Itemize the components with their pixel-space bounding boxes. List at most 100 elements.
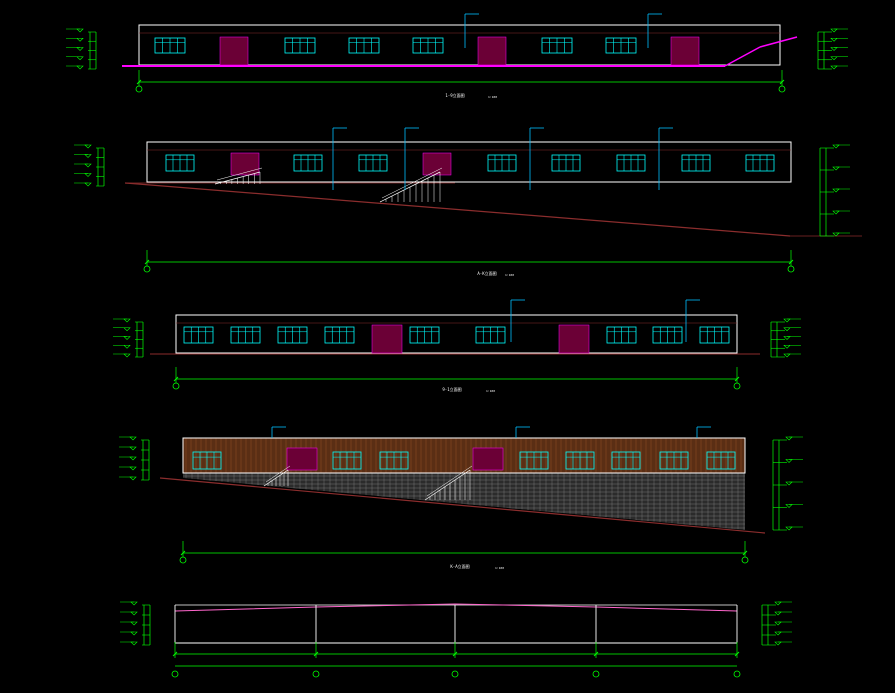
door [286, 447, 318, 471]
stair-rail [379, 171, 441, 203]
view-3-body [113, 299, 801, 390]
dimension-line [172, 642, 740, 658]
door [422, 152, 452, 176]
window [475, 326, 506, 344]
dimension-tick [779, 79, 785, 85]
window [324, 326, 355, 344]
callout-leader [464, 13, 479, 48]
roof-truss [174, 603, 738, 612]
stair-rail [424, 469, 471, 501]
hatched-fill [183, 473, 745, 530]
axis-bubble [135, 85, 143, 93]
level-marks [817, 28, 848, 70]
stair [379, 167, 443, 203]
callout-leader [271, 426, 286, 438]
dimension-tick [180, 550, 186, 556]
callout-leader [404, 127, 419, 190]
window [277, 326, 308, 344]
window [616, 154, 646, 172]
callout-leader [510, 299, 525, 342]
level-marks [74, 144, 105, 187]
window [611, 451, 641, 470]
stair-rail [426, 465, 473, 497]
slope-line [124, 182, 791, 237]
callout-leader [696, 426, 711, 438]
callout-leader [647, 13, 662, 48]
dimension-line [172, 367, 741, 390]
window [699, 326, 730, 344]
axis-bubble [172, 382, 180, 390]
window [379, 451, 409, 470]
window [541, 37, 573, 54]
window [348, 37, 380, 54]
ramp-line [759, 36, 798, 48]
window [605, 37, 637, 54]
stair [263, 465, 291, 487]
window [154, 37, 186, 54]
view-5-body [120, 601, 792, 678]
dimension-tick [173, 376, 179, 382]
window [606, 326, 637, 344]
axis-bubble [179, 556, 187, 564]
dimension-line [143, 250, 795, 273]
window [284, 37, 316, 54]
dimension-tick [452, 651, 458, 657]
view-1-body [66, 13, 848, 93]
stair-rail [216, 167, 263, 181]
dimension-tick [144, 259, 150, 265]
window [706, 451, 736, 470]
level-marks [819, 144, 850, 237]
dimension-line [135, 70, 786, 93]
callout-leader [515, 426, 530, 438]
callout-leader [332, 127, 347, 190]
window [332, 451, 362, 470]
axis-bubble [592, 670, 600, 678]
cladding-panel [182, 437, 746, 474]
wall-outline [146, 141, 792, 183]
stair-rail [381, 167, 443, 199]
view-1-elevation: 1-9立面图 1:100 [66, 13, 848, 99]
window [745, 154, 775, 172]
window [183, 326, 214, 344]
door [670, 36, 700, 66]
level-marks [113, 318, 144, 358]
dimension-tick [593, 651, 599, 657]
window [293, 154, 323, 172]
view-1-scale: 1:100 [488, 95, 497, 99]
wall-outline [182, 437, 746, 474]
view-4-scale: 1:100 [495, 566, 504, 570]
view-3-scale: 1:100 [486, 389, 495, 393]
dimension-line [179, 541, 749, 564]
window [551, 154, 581, 172]
axis-bubble [143, 265, 151, 273]
axis-bubble [733, 670, 741, 678]
window [681, 154, 711, 172]
level-marks [772, 436, 803, 531]
level-marks [761, 601, 792, 646]
dimension-tick [734, 651, 740, 657]
door [219, 36, 249, 66]
callout-leader [529, 127, 544, 190]
void-mask [183, 478, 745, 530]
view-2-scale: 1:100 [505, 273, 514, 277]
window [230, 326, 261, 344]
ramp-line [724, 46, 761, 67]
door [230, 152, 260, 176]
stair-rail [265, 465, 291, 483]
view-2-elevation: A-K立面图 1:100 [74, 127, 862, 277]
axis-bubble [741, 556, 749, 564]
stair-rail [214, 171, 261, 185]
view-3-elevation: 9-1立面图 1:100 [113, 299, 801, 393]
stair [214, 167, 263, 185]
view-2-body [74, 127, 862, 273]
level-marks [119, 436, 150, 481]
door [477, 36, 507, 66]
dimension-tick [313, 651, 319, 657]
window [519, 451, 549, 470]
level-marks [770, 318, 801, 358]
dimension-tick [734, 376, 740, 382]
wall-outline [175, 314, 738, 354]
slope-line [159, 477, 766, 534]
